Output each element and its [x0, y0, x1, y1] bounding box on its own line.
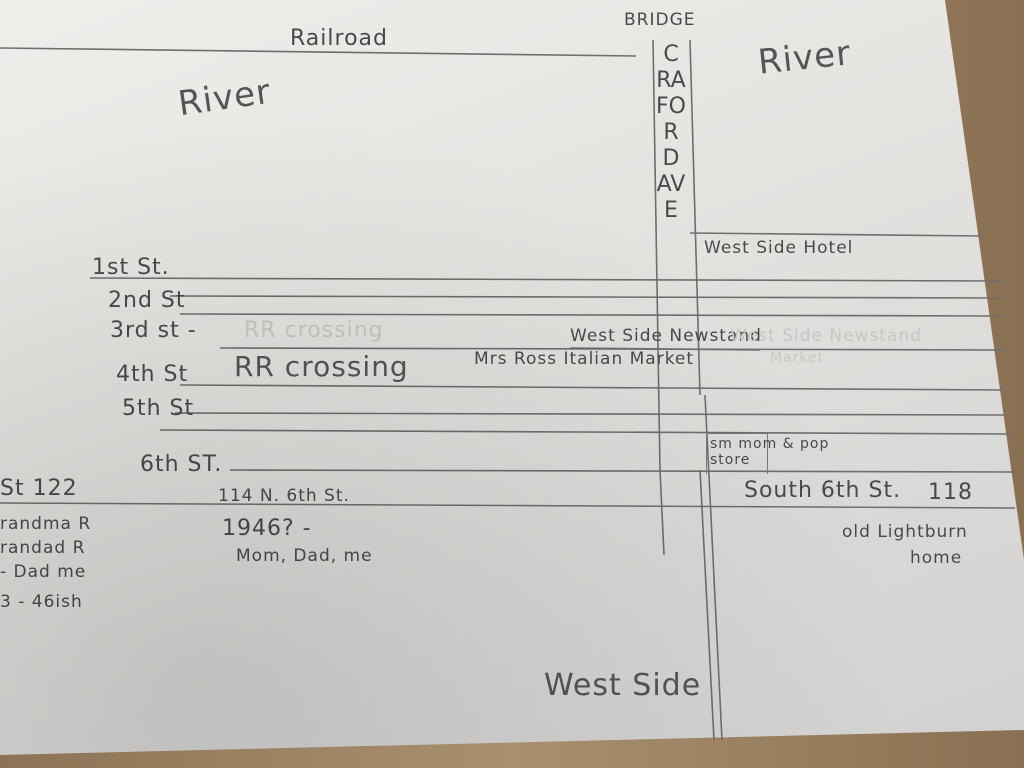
edge-line-3: - Dad me: [0, 562, 87, 582]
west-side-label: West Side: [544, 668, 702, 703]
edge-line-4: 3 - 46ish: [0, 592, 83, 612]
railroad-label: Railroad: [290, 26, 388, 51]
craford-ave-left-edge-lower: [659, 469, 665, 556]
street-2nd-line: [169, 295, 1001, 299]
craford-ave-left-edge: [652, 39, 661, 471]
street-1st-line: [89, 277, 1001, 282]
rr-crossing-label: RR crossing: [234, 350, 409, 383]
mom-and-pop-store-label: sm mom & pop store: [710, 436, 830, 468]
hotel-line: [689, 232, 986, 237]
home-label: home: [910, 548, 963, 568]
year-label: 1946? -: [222, 516, 312, 541]
address-118-label: 118: [928, 480, 973, 505]
west-side-newstand-faint-label: West Side Newstand: [730, 326, 922, 346]
street-5th-lower-line: [159, 429, 1011, 435]
craford-ave-right-edge-lower: [704, 394, 723, 741]
street-2nd-label: 2nd St: [108, 288, 186, 313]
street-6th-line: [229, 469, 1016, 473]
edge-line-2: randad R: [0, 538, 86, 558]
street-5th-label: 5th St: [122, 396, 195, 421]
newsstand-underline: [569, 347, 761, 351]
street-1st-label: 1st St.: [92, 255, 170, 280]
south-6th-st-label: South 6th St.: [744, 478, 902, 503]
west-side-hotel-label: West Side Hotel: [704, 238, 854, 258]
address-114-label: 114 N. 6th St.: [218, 486, 350, 506]
old-lightburn-label: old Lightburn: [842, 522, 968, 542]
family-label: Mom, Dad, me: [236, 546, 373, 566]
street-4th-label: 4th St: [116, 362, 189, 387]
craford-ave-label: CRAFORD AVE: [656, 42, 686, 223]
railroad-line: [0, 47, 637, 57]
street-6th-lower-line: [0, 502, 1016, 509]
bridge-label: BRIDGE: [624, 10, 696, 30]
street-6th-label: 6th ST.: [140, 452, 223, 477]
edge-street-label: St 122: [0, 476, 78, 501]
west-side-road-left: [699, 469, 715, 741]
edge-line-1: randma R: [0, 514, 92, 534]
west-side-newstand-label: West Side Newstand: [570, 326, 762, 346]
street-5th-line: [174, 412, 1006, 416]
store-box: [706, 433, 768, 474]
craford-ave-right-edge: [689, 39, 701, 396]
mrs-ross-italian-market-label: Mrs Ross Italian Market: [474, 349, 695, 369]
street-4th-line: [179, 384, 1006, 391]
street-3rd-label: 3rd st -: [110, 318, 197, 343]
rr-crossing-faint-label: RR crossing: [244, 318, 384, 343]
street-2nd-lower-line: [179, 313, 1001, 317]
market-faint-label: Market: [770, 350, 825, 366]
